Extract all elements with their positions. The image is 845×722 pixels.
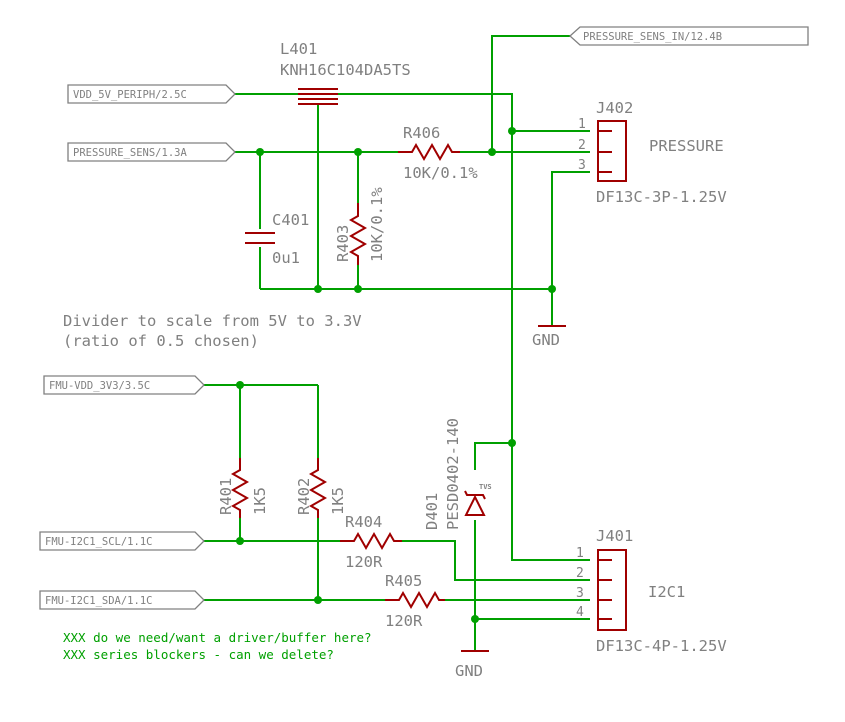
tvs-diode-d401[interactable]: TVS D401 PESD0402-140 <box>423 418 492 530</box>
resistor-r403[interactable]: R403 10K/0.1% <box>334 187 386 265</box>
gnd-label: GND <box>532 331 560 349</box>
junction-dot <box>471 615 479 623</box>
j401-ref: J401 <box>596 527 633 545</box>
junction-dot <box>508 127 516 135</box>
svg-text:PRESSURE_SENS/1.3A: PRESSURE_SENS/1.3A <box>73 147 187 159</box>
connector-j401[interactable]: J401 I2C1 DF13C-4P-1.25V 1 2 3 4 <box>576 527 727 655</box>
net-label-pressure-sens-in[interactable]: PRESSURE_SENS_IN/12.4B <box>569 26 809 46</box>
junction-dot <box>236 381 244 389</box>
r401-ref: R401 <box>217 478 235 515</box>
svg-text:FMU-I2C1_SDA/1.1C: FMU-I2C1_SDA/1.1C <box>45 595 152 607</box>
r405-value: 120R <box>385 612 423 630</box>
net-label-pressure-sens[interactable]: PRESSURE_SENS/1.3A <box>67 142 236 162</box>
junction-dot <box>314 596 322 604</box>
net-label-vdd-5v-periph[interactable]: VDD_5V_PERIPH/2.5C <box>67 84 236 104</box>
c401-value: 0u1 <box>272 249 300 267</box>
j402-pin-3: 3 <box>578 158 586 173</box>
j402-part: DF13C-3P-1.25V <box>596 188 727 206</box>
gnd-label: GND <box>455 662 483 680</box>
j401-pin-4: 4 <box>576 605 584 620</box>
r405-ref: R405 <box>385 572 422 590</box>
junction-dot <box>354 148 362 156</box>
j401-pin-1: 1 <box>576 546 584 561</box>
svg-text:VDD_5V_PERIPH/2.5C: VDD_5V_PERIPH/2.5C <box>73 89 187 101</box>
junction-dot <box>314 285 322 293</box>
d401-value: PESD0402-140 <box>444 418 462 530</box>
net-label-fmu-i2c1-scl[interactable]: FMU-I2C1_SCL/1.1C <box>39 531 205 551</box>
svg-text:FMU-I2C1_SCL/1.1C: FMU-I2C1_SCL/1.1C <box>45 536 152 548</box>
connector-j402[interactable]: J402 PRESSURE DF13C-3P-1.25V 1 2 3 <box>578 99 727 206</box>
j401-part: DF13C-4P-1.25V <box>596 637 727 655</box>
ground-symbol: GND <box>532 325 566 349</box>
j401-pin-2: 2 <box>576 566 584 581</box>
junction-dot <box>488 148 496 156</box>
resistor-r401[interactable]: R401 1K5 <box>217 458 269 518</box>
r402-ref: R402 <box>295 478 313 515</box>
l401-value: KNH16C104DA5TS <box>280 61 411 79</box>
junction-dot <box>354 285 362 293</box>
xxx-note-line1: XXX do we need/want a driver/buffer here… <box>63 630 372 645</box>
d401-ref: D401 <box>423 493 441 530</box>
divider-note-line1: Divider to scale from 5V to 3.3V <box>63 312 362 330</box>
j402-name: PRESSURE <box>649 137 724 155</box>
d401-symbol-text: TVS <box>479 483 492 491</box>
c401-ref: C401 <box>272 211 309 229</box>
r402-value: 1K5 <box>329 487 347 515</box>
junction-dot <box>508 439 516 447</box>
divider-note-line2: (ratio of 0.5 chosen) <box>63 332 259 350</box>
junctions <box>236 127 556 623</box>
j402-pin-2: 2 <box>578 138 586 153</box>
svg-text:FMU-VDD_3V3/3.5C: FMU-VDD_3V3/3.5C <box>49 380 150 392</box>
wires <box>204 35 590 650</box>
resistor-r402[interactable]: R402 1K5 <box>295 458 347 518</box>
resistor-r405[interactable]: R405 120R <box>385 572 445 630</box>
r403-ref: R403 <box>334 225 352 262</box>
net-label-fmu-i2c1-sda[interactable]: FMU-I2C1_SDA/1.1C <box>39 590 205 610</box>
xxx-note-line2: XXX series blockers - can we delete? <box>63 647 334 662</box>
j401-name: I2C1 <box>648 583 685 601</box>
r401-value: 1K5 <box>251 487 269 515</box>
net-label-fmu-vdd-3v3[interactable]: FMU-VDD_3V3/3.5C <box>43 375 205 395</box>
r404-ref: R404 <box>345 513 382 531</box>
j402-ref: J402 <box>596 99 633 117</box>
r406-ref: R406 <box>403 124 440 142</box>
r404-value: 120R <box>345 553 383 571</box>
j401-pin-3: 3 <box>576 586 584 601</box>
r403-value: 10K/0.1% <box>368 187 386 262</box>
svg-text:PRESSURE_SENS_IN/12.4B: PRESSURE_SENS_IN/12.4B <box>583 31 722 43</box>
junction-dot <box>256 148 264 156</box>
r406-value: 10K/0.1% <box>403 164 478 182</box>
junction-dot <box>236 537 244 545</box>
junction-dot <box>548 285 556 293</box>
resistor-r404[interactable]: R404 120R <box>340 513 402 571</box>
j402-pin-1: 1 <box>578 117 586 132</box>
ground-symbol: GND <box>455 650 489 680</box>
capacitor-c401[interactable]: C401 0u1 <box>245 211 309 267</box>
l401-ref: L401 <box>280 40 317 58</box>
resistor-r406[interactable]: R406 10K/0.1% <box>398 124 478 182</box>
inductor-l401[interactable]: L401 KNH16C104DA5TS <box>280 40 411 105</box>
